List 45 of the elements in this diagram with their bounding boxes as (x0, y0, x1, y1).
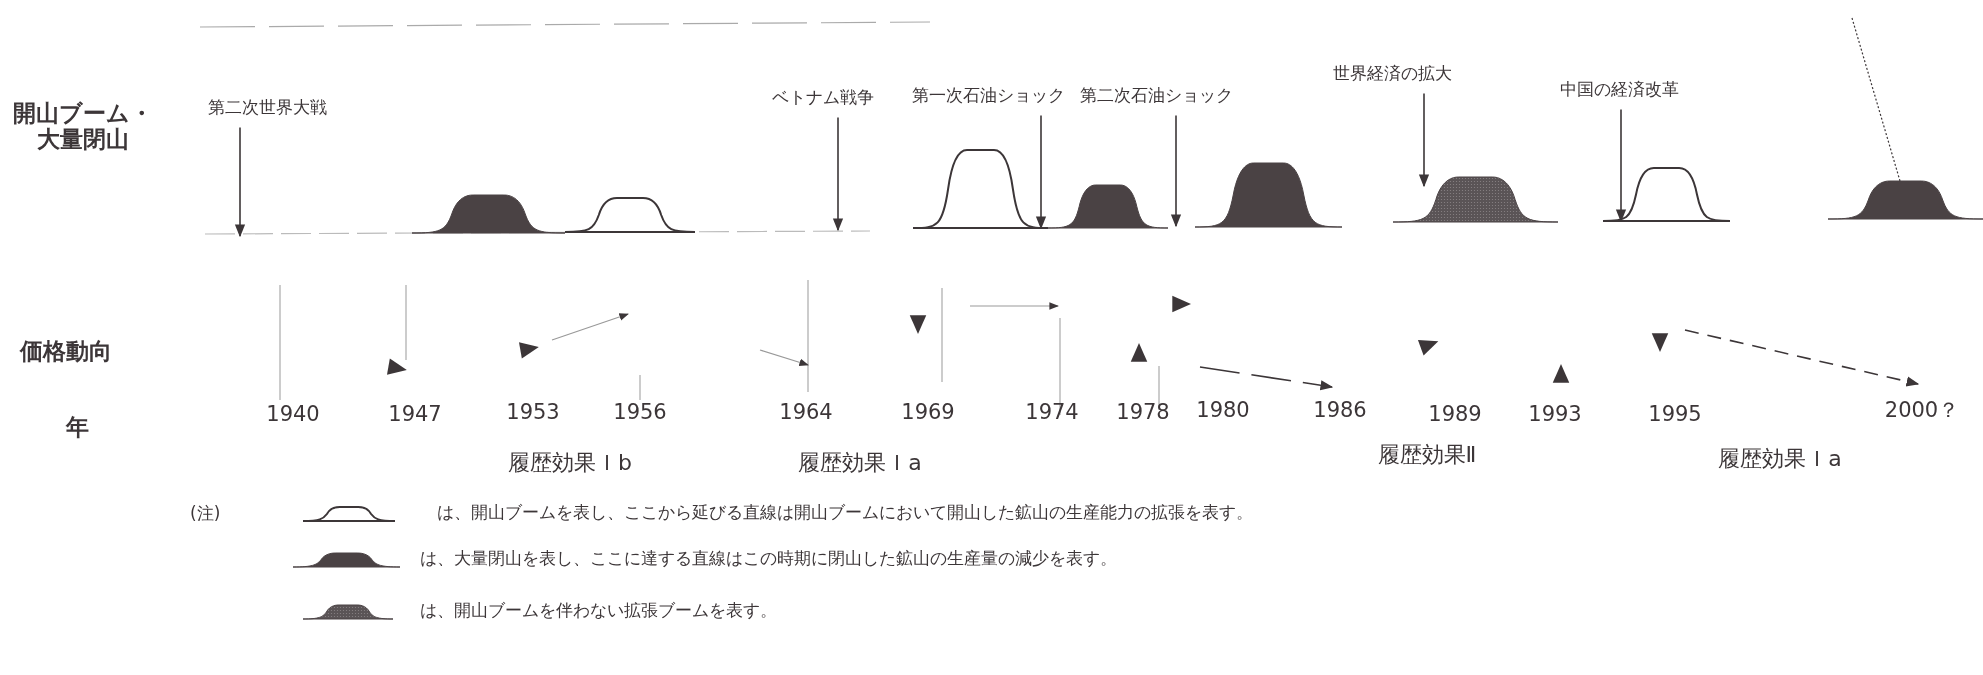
arrow (234, 126, 246, 238)
note-label: (注) (190, 504, 221, 524)
event-label: 中国の経済改革 (1560, 80, 1679, 100)
year-label: 1969 (901, 400, 955, 425)
year-label: 1980 (1196, 398, 1250, 423)
row-heading: 年 (66, 414, 89, 441)
row-heading: 開山ブーム・大量閉山 (12, 100, 154, 153)
legend-text: は、大量閉山を表し、ここに達する直線はこの時期に閉山した鉱山の生産量の減少を表す。 (420, 549, 1117, 569)
year-label: 1947 (388, 402, 442, 427)
arrow (1418, 92, 1430, 188)
mass-closure-hump (1827, 180, 1983, 220)
year-label: 1974 (1025, 400, 1079, 425)
year-label: 1964 (779, 400, 833, 425)
year-label: 1989 (1428, 402, 1482, 427)
year-label: 1940 (266, 402, 320, 427)
row-heading: 価格動向 (20, 338, 112, 365)
event-label: ベトナム戦争 (772, 88, 874, 108)
event-label: 第一次石油ショック (912, 86, 1065, 106)
period-label: 履歴効果Ⅱ (1377, 442, 1477, 468)
year-label: 1993 (1528, 402, 1582, 427)
year-label: 2000？ (1884, 398, 1960, 423)
opening-boom-hump (1602, 167, 1731, 222)
event-label: 第二次石油ショック (1080, 86, 1233, 106)
mass-closure-hump (1194, 162, 1343, 228)
period-label: 履歴効果Ｉa (1718, 446, 1842, 472)
arrow (832, 116, 844, 232)
expansion-boom-hump (1392, 176, 1559, 223)
year-label: 1995 (1648, 402, 1702, 427)
period-label: 履歴効果Ｉa (798, 450, 922, 476)
year-label: 1978 (1116, 400, 1170, 425)
year-label: 1953 (506, 400, 560, 425)
mass-closure-hump (1047, 184, 1169, 229)
year-label: 1986 (1313, 398, 1367, 423)
arrow (1615, 108, 1627, 223)
legend-text: は、開山ブームを伴わない拡張ブームを表す。 (420, 601, 777, 621)
event-label: 第二次世界大戦 (208, 98, 327, 118)
opening-boom-hump (564, 197, 696, 233)
legend-text: は、開山ブームを表し、ここから延びる直線は開山ブームにおいて開山した鉱山の生産能力の拡張を表す。 (437, 503, 1253, 523)
year-label: 1956 (613, 400, 667, 425)
event-label: 世界経済の拡大 (1333, 64, 1452, 84)
arrow (1170, 114, 1182, 228)
arrow (1035, 114, 1047, 230)
period-label: 履歴効果Ｉb (508, 450, 632, 476)
opening-boom-hump (912, 149, 1049, 229)
mass-closure-hump (411, 194, 566, 234)
